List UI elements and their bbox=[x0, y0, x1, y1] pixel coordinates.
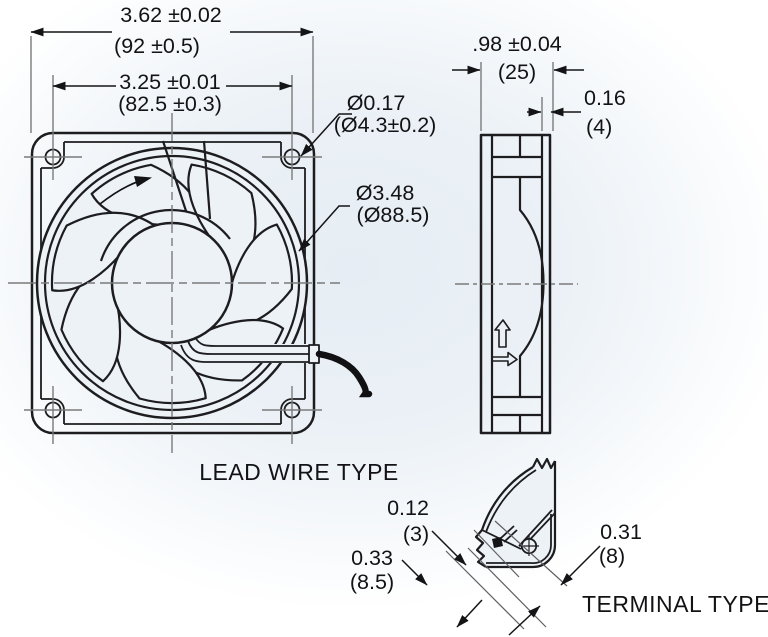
dim-overall-width: 3.62 ±0.02 (92 ±0.5) bbox=[30, 3, 314, 133]
dim-terminal-position-inch: 0.31 bbox=[600, 520, 642, 544]
dim-flange-inch: 0.16 bbox=[584, 86, 626, 110]
terminal-view-drawing: 0.12 (3) 0.33 (8.5) 0.31 (8) TERMINAL TY… bbox=[350, 457, 768, 636]
dim-overall-width-mm: (92 ±0.5) bbox=[114, 34, 200, 58]
dim-depth-mm: (25) bbox=[498, 60, 536, 84]
dim-impeller-diameter: Ø3.48 (Ø88.5) bbox=[298, 181, 430, 252]
side-view-drawing: .98 ±0.04 (25) 0.16 (4) bbox=[452, 32, 626, 435]
dim-depth-inch: .98 ±0.04 bbox=[472, 32, 562, 56]
dim-terminal-length-inch: 0.33 bbox=[351, 546, 393, 570]
rotation-arrow-icon bbox=[99, 176, 152, 205]
terminal-dim-arrows bbox=[401, 530, 601, 636]
dim-terminal-thickness-inch: 0.12 bbox=[387, 496, 429, 520]
lead-wire-cable bbox=[315, 350, 373, 398]
front-view-drawing: 3.62 ±0.02 (92 ±0.5) 3.25 ±0.01 (82.5 ±0… bbox=[8, 3, 436, 485]
blade-profile-line bbox=[518, 177, 545, 397]
terminal-tab bbox=[492, 537, 503, 548]
hub-strut bbox=[99, 140, 231, 262]
dim-hole-dia-inch: Ø0.17 bbox=[347, 91, 406, 115]
dim-hole-dia-mm: (Ø4.3±0.2) bbox=[334, 113, 437, 137]
lead-wire bbox=[180, 336, 373, 398]
dim-overall-width-inch: 3.62 ±0.02 bbox=[120, 3, 221, 27]
terminal-view-caption: TERMINAL TYPE bbox=[582, 591, 768, 617]
dim-impeller-dia-mm: (Ø88.5) bbox=[357, 203, 430, 227]
terminal-fragment-outline bbox=[474, 457, 557, 569]
front-view-caption: LEAD WIRE TYPE bbox=[199, 459, 399, 485]
dim-terminal-length-mm: (8.5) bbox=[350, 570, 394, 594]
dim-hole-diameter: Ø0.17 (Ø4.3±0.2) bbox=[300, 91, 437, 157]
airflow-arrow-icon bbox=[491, 319, 518, 367]
dim-flange: 0.16 (4) bbox=[527, 86, 626, 139]
dim-impeller-dia-inch: Ø3.48 bbox=[356, 181, 415, 205]
terminal-corner-fragment bbox=[476, 459, 555, 567]
dim-mounting-pitch: 3.25 ±0.01 (82.5 ±0.3) bbox=[52, 70, 293, 180]
dim-mounting-pitch-inch: 3.25 ±0.01 bbox=[119, 70, 220, 94]
dim-terminal-thickness-mm: (3) bbox=[403, 522, 429, 546]
dim-terminal-position-mm: (8) bbox=[599, 544, 625, 568]
dim-mounting-pitch-mm: (82.5 ±0.3) bbox=[118, 92, 222, 116]
dim-flange-mm: (4) bbox=[586, 115, 612, 139]
dim-depth: .98 ±0.04 (25) bbox=[452, 32, 584, 131]
